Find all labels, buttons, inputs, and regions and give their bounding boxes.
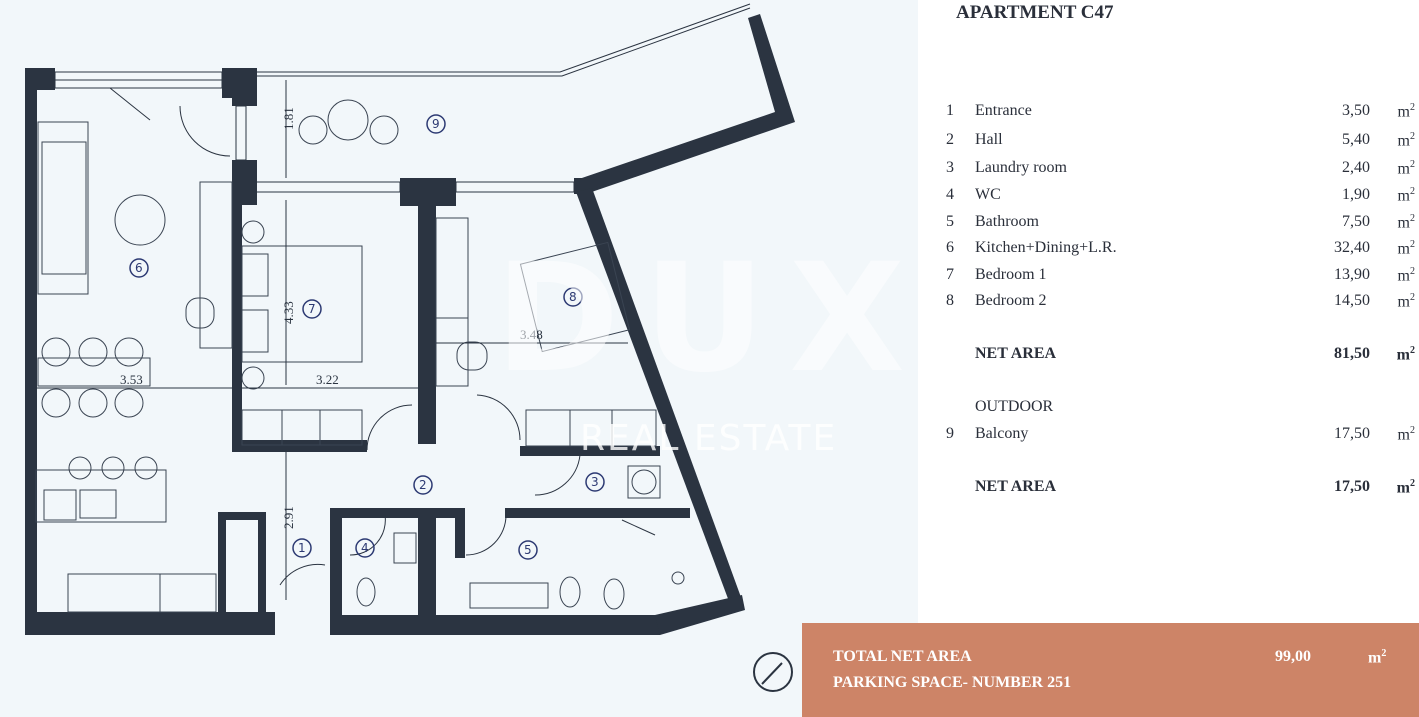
area-unit: m2: [1396, 345, 1415, 364]
room-marker-9: 9: [426, 114, 446, 134]
dimension-labels: 1.81 4.33 3.53 3.22 3.48 2.91: [120, 107, 543, 529]
room-area: 14,50: [1334, 292, 1370, 309]
room-marker-1: 1: [292, 538, 312, 558]
room-number: 1: [946, 102, 954, 119]
outdoor-heading: OUTDOOR: [975, 398, 1054, 415]
net-area-value: 81,50: [1334, 345, 1370, 362]
dimension-lines: [37, 80, 628, 600]
net-area-value: 17,50: [1334, 478, 1370, 495]
room-marker-6: 6: [129, 258, 149, 278]
room-row: 3 Laundry room 2,40 m2: [940, 159, 1415, 181]
room-number: 2: [946, 131, 954, 148]
room-row: 1 Entrance 3,50 m2: [940, 102, 1415, 124]
room-marker-8: 8: [563, 287, 583, 307]
area-unit: m2: [1397, 102, 1415, 121]
dim-entrance: 2.91: [281, 506, 296, 529]
area-unit: m2: [1396, 478, 1415, 497]
room-name: Entrance: [975, 102, 1032, 119]
room-area: 7,50: [1342, 213, 1370, 230]
floor-plan: 1.81 4.33 3.53 3.22 3.48 2.91 1 2 3 4 5 …: [0, 0, 918, 717]
room-name: Bathroom: [975, 213, 1039, 230]
net-area-label: NET AREA: [975, 345, 1057, 362]
watermark-logo: DUX: [495, 232, 929, 406]
room-marker-5: 5: [518, 540, 538, 560]
room-area: 17,50: [1334, 425, 1370, 442]
area-unit: m2: [1397, 186, 1415, 205]
area-unit: m2: [1397, 131, 1415, 150]
total-area-unit: m2: [1368, 648, 1387, 667]
svg-text:6: 6: [135, 261, 143, 275]
room-marker-2: 2: [413, 475, 433, 495]
furniture: [35, 99, 685, 613]
room-number: 9: [946, 425, 954, 442]
doors: [109, 87, 656, 586]
room-marker-4: 4: [355, 538, 375, 558]
room-row: 9 Balcony 17,50 m2: [940, 425, 1415, 447]
svg-text:8: 8: [569, 290, 577, 304]
dim-bedroom1-width: 3.22: [316, 372, 339, 387]
room-name: Kitchen+Dining+L.R.: [975, 239, 1117, 256]
north-compass-icon: [753, 652, 793, 692]
room-marker-7: 7: [302, 299, 322, 319]
svg-text:7: 7: [308, 302, 316, 316]
outdoor-heading-row: OUTDOOR: [940, 398, 1415, 420]
room-area: 5,40: [1342, 131, 1370, 148]
svg-text:1: 1: [298, 541, 306, 555]
watermark-subtitle: REAL ESTATE: [580, 418, 838, 459]
room-area: 1,90: [1342, 186, 1370, 203]
room-row: 4 WC 1,90 m2: [940, 186, 1415, 208]
apartment-title: APARTMENT C47: [956, 2, 1114, 23]
room-area: 3,50: [1342, 102, 1370, 119]
room-number: 8: [946, 292, 954, 309]
svg-text:3: 3: [591, 475, 599, 489]
room-marker-3: 3: [585, 472, 605, 492]
room-row: 6 Kitchen+Dining+L.R. 32,40 m2: [940, 239, 1415, 261]
area-unit: m2: [1397, 239, 1415, 258]
room-name: Bedroom 2: [975, 292, 1047, 309]
room-row: 2 Hall 5,40 m2: [940, 131, 1415, 153]
room-name: Balcony: [975, 425, 1029, 442]
room-area: 13,90: [1334, 266, 1370, 283]
room-name: Bedroom 1: [975, 266, 1047, 283]
room-name: Laundry room: [975, 159, 1067, 176]
room-row: 5 Bathroom 7,50 m2: [940, 213, 1415, 235]
room-row: 7 Bedroom 1 13,90 m2: [940, 266, 1415, 288]
area-unit: m2: [1397, 425, 1415, 444]
net-area-label: NET AREA: [975, 478, 1057, 495]
area-unit: m2: [1397, 266, 1415, 285]
svg-text:5: 5: [524, 543, 532, 557]
net-area-row: NET AREA 81,50 m2: [940, 345, 1415, 367]
floor-plan-drawing: 1.81 4.33 3.53 3.22 3.48 2.91 1 2 3 4 5 …: [25, 3, 795, 635]
area-unit: m2: [1397, 292, 1415, 311]
room-markers: 1 2 3 4 5 6 7 8 9: [129, 114, 605, 560]
dim-bedroom1-height: 4.33: [281, 301, 296, 324]
dim-balcony: 1.81: [281, 107, 296, 130]
walls: [25, 14, 795, 635]
room-name: Hall: [975, 131, 1003, 148]
room-name: WC: [975, 186, 1001, 203]
room-number: 3: [946, 159, 954, 176]
windows: [54, 71, 575, 193]
total-net-area-value: 99,00: [1275, 648, 1311, 665]
outdoor-net-area-row: NET AREA 17,50 m2: [940, 478, 1415, 500]
room-number: 7: [946, 266, 954, 283]
area-unit: m2: [1397, 213, 1415, 232]
total-net-area-label: TOTAL NET AREA: [833, 648, 972, 665]
dim-bedroom2-width: 3.48: [520, 327, 543, 342]
room-number: 6: [946, 239, 954, 256]
area-unit: m2: [1397, 159, 1415, 178]
room-number: 4: [946, 186, 954, 203]
total-summary-panel: TOTAL NET AREA 99,00 m2 PARKING SPACE- N…: [802, 623, 1419, 717]
dim-living-width: 3.53: [120, 372, 143, 387]
svg-text:2: 2: [419, 478, 427, 492]
room-area: 32,40: [1334, 239, 1370, 256]
svg-text:4: 4: [361, 541, 369, 555]
parking-space-label: PARKING SPACE- NUMBER 251: [833, 674, 1072, 691]
room-number: 5: [946, 213, 954, 230]
svg-text:9: 9: [432, 117, 440, 131]
room-area: 2,40: [1342, 159, 1370, 176]
room-row: 8 Bedroom 2 14,50 m2: [940, 292, 1415, 314]
